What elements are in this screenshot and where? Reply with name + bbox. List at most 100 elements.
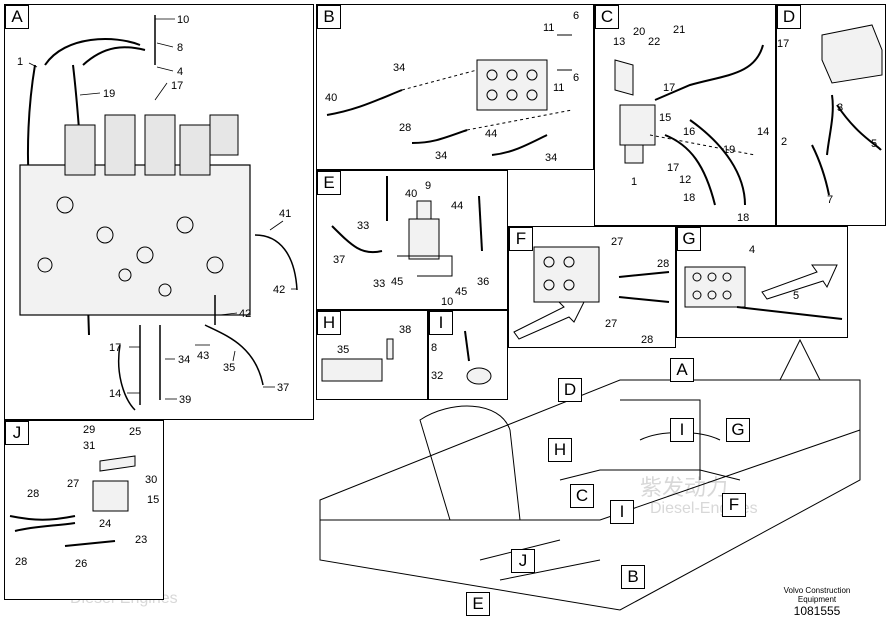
- callout-b-34-right: 34: [545, 152, 557, 164]
- callout-i-8: 8: [431, 342, 437, 354]
- panel-f-drawing: 27 28 27 28: [513, 236, 669, 346]
- callout-c-16: 16: [683, 126, 695, 138]
- callout-b-34-top: 34: [393, 62, 405, 74]
- callout-j-25: 25: [129, 426, 141, 438]
- callout-c-19: 19: [723, 144, 735, 156]
- callout-e-33: 33: [373, 278, 385, 290]
- callout-e-44: 44: [451, 200, 463, 212]
- overview-tag-h: H: [548, 438, 572, 462]
- panel-d: 17 3 2 5 7 D: [776, 4, 886, 226]
- callout-b-6-top: 6: [573, 10, 579, 22]
- callout-a-1: 1: [17, 56, 23, 68]
- callout-f-27: 27: [605, 318, 617, 330]
- overview-tag-a: A: [670, 358, 694, 382]
- overview-tag-c: C: [570, 484, 594, 508]
- footer-part-number: 1081555: [793, 604, 841, 618]
- callout-c-20: 20: [633, 26, 645, 38]
- panel-e-label: E: [317, 171, 341, 195]
- callout-a-4: 4: [177, 66, 183, 78]
- callout-a-10: 10: [177, 14, 189, 26]
- overview-tag-f: F: [722, 493, 746, 517]
- panel-g: 4 5 G: [676, 226, 848, 338]
- callout-c-1: 1: [631, 176, 637, 188]
- callout-j-15: 15: [147, 494, 159, 506]
- panel-f-label: F: [509, 227, 533, 251]
- callout-b-11: 11: [553, 82, 564, 94]
- callout-j-30: 30: [145, 474, 157, 486]
- callout-b-34-mid: 34: [435, 150, 447, 162]
- callout-a-39: 39: [179, 394, 191, 406]
- panel-b-label: B: [317, 5, 341, 29]
- callout-e-45-left: 45: [391, 276, 403, 288]
- callout-c-18-left: 18: [683, 192, 695, 204]
- panel-i: 8 32 I: [428, 310, 508, 400]
- footer: Volvo Construction Equipment 1081555: [762, 586, 872, 618]
- callout-e-45: 45: [455, 286, 467, 298]
- overview-tag-b: B: [621, 565, 645, 589]
- callout-g-5: 5: [793, 290, 799, 302]
- callout-a-17-top: 17: [171, 80, 183, 92]
- callout-f-28: 28: [641, 334, 653, 346]
- callout-j-29: 29: [83, 424, 95, 436]
- panel-d-label: D: [777, 5, 801, 29]
- callout-f-27-top: 27: [611, 236, 623, 248]
- callout-b-11-top: 11: [543, 22, 554, 34]
- callout-c-17: 17: [667, 162, 679, 174]
- callout-f-28-top: 28: [657, 258, 669, 270]
- panel-j-drawing: 29 25 31 30 27 15 28 24 23 28 26: [9, 424, 159, 570]
- callout-d-7: 7: [827, 194, 833, 206]
- callout-a-35: 35: [223, 362, 235, 374]
- panel-c-label: C: [595, 5, 619, 29]
- callout-b-28: 28: [399, 122, 411, 134]
- callout-j-26: 26: [75, 558, 87, 570]
- callout-a-42-right: 42: [273, 284, 285, 296]
- callout-j-27: 27: [67, 478, 79, 490]
- panel-b-drawing: 6 11 6 11 34 40 28 34 44 34: [325, 10, 579, 164]
- callout-j-28: 28: [15, 556, 27, 568]
- panel-h: 38 35 H: [316, 310, 428, 400]
- panel-a: 1 19 10 8 4 17 41 42 17 34 43 35 37 42 1…: [4, 4, 314, 420]
- panel-e-drawing: 9 40 44 33 37 45 45 36 33 10: [331, 176, 489, 308]
- callout-a-37: 37: [277, 382, 289, 394]
- panel-j-label: J: [5, 421, 29, 445]
- callout-e-10: 10: [441, 296, 453, 308]
- callout-a-19: 19: [103, 88, 115, 100]
- callout-c-14: 14: [757, 126, 769, 138]
- panel-j: 29 25 31 30 27 15 28 24 23 28 26 J: [4, 420, 164, 600]
- callout-d-5: 5: [871, 138, 877, 150]
- panel-c: 20 21 13 22 17 16 15 14 19 17 12 18 18 1…: [594, 4, 776, 226]
- callout-a-14: 14: [109, 388, 121, 400]
- callout-e-36: 36: [477, 276, 489, 288]
- overview-tag-g: G: [726, 418, 750, 442]
- callout-d-3: 3: [837, 102, 843, 114]
- callout-a-34: 34: [178, 354, 190, 366]
- panel-g-label: G: [677, 227, 701, 251]
- callout-b-40: 40: [325, 92, 337, 104]
- overview-tag-d: D: [558, 378, 582, 402]
- callout-j-24: 24: [99, 518, 111, 530]
- panel-e: 9 40 44 33 37 45 45 36 33 10 E: [316, 170, 508, 310]
- callout-j-23: 23: [135, 534, 147, 546]
- callout-h-35: 35: [337, 344, 349, 356]
- watermark-cn: 紫发动力: [640, 475, 729, 500]
- panel-i-label: I: [429, 311, 453, 335]
- overview-tag-i: I: [610, 500, 634, 524]
- callout-c-22: 22: [648, 36, 660, 48]
- panel-f: 27 28 27 28 F: [508, 226, 676, 348]
- panel-a-drawing: 1 19 10 8 4 17 41 42 17 34 43 35 37 42 1…: [17, 14, 298, 411]
- panel-a-label: A: [5, 5, 29, 29]
- callout-b-6: 6: [573, 72, 579, 84]
- callout-c-21: 21: [673, 24, 685, 36]
- panel-g-drawing: 4 5: [684, 244, 843, 320]
- panel-b: 6 11 6 11 34 40 28 34 44 34 B: [316, 4, 594, 170]
- callout-a-17-bottom: 17: [109, 342, 121, 354]
- callout-d-17: 17: [777, 38, 789, 50]
- overview-tag-e: E: [466, 592, 490, 616]
- callout-c-18: 18: [737, 212, 749, 224]
- footer-line1: Volvo Construction: [783, 586, 851, 595]
- panel-c-drawing: 20 21 13 22 17 16 15 14 19 17 12 18 18 1: [613, 24, 769, 224]
- overview-tag-j: J: [511, 549, 535, 573]
- callout-c-12: 12: [679, 174, 691, 186]
- panel-h-drawing: 38 35: [321, 324, 411, 382]
- callout-e-9: 9: [425, 180, 431, 192]
